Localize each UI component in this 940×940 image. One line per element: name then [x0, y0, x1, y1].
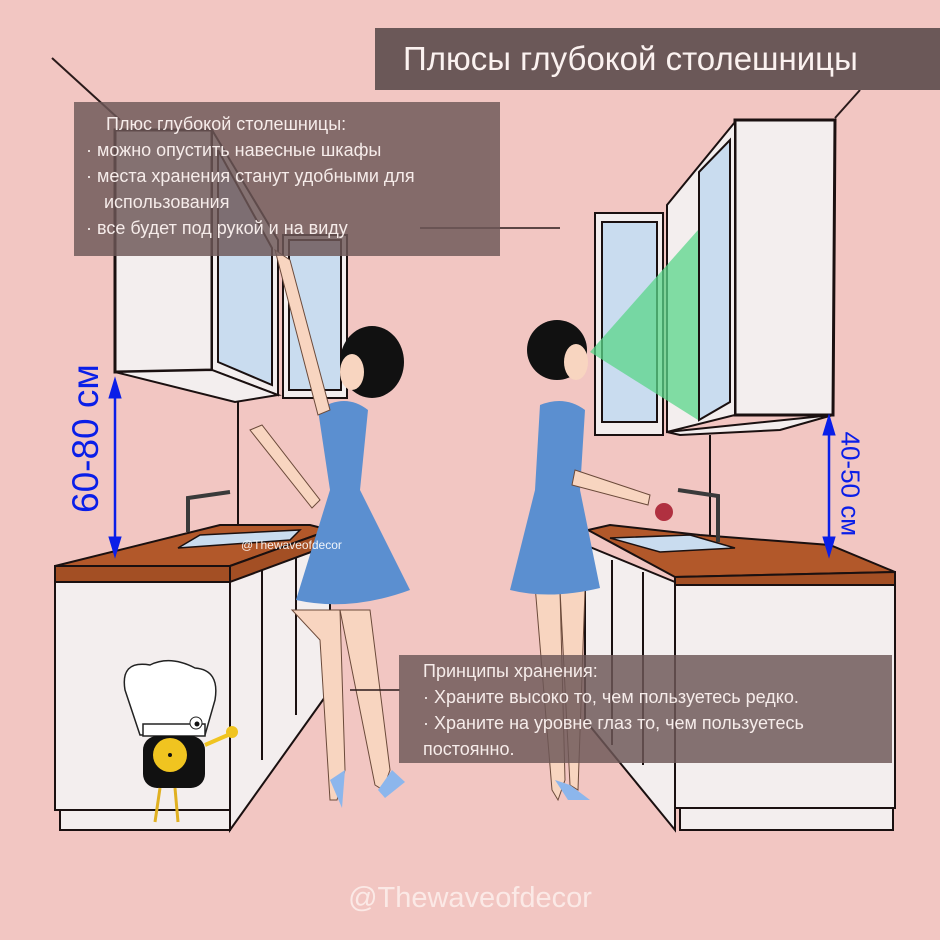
storage-principles-callout: Принципы хранения: · Храните высоко то, … — [399, 655, 892, 763]
storage-item: · Храните на уровне глаз то, чем пользуе… — [423, 713, 804, 733]
benefit-item: · можно опустить навесные шкафы — [86, 140, 382, 160]
benefit-item: · места хранения станут удобными для — [86, 166, 415, 186]
benefits-callout: Плюс глубокой столешницы: · можно опусти… — [74, 102, 500, 256]
storage-item: · Храните высоко то, чем пользуетесь ред… — [423, 687, 799, 707]
watermark-bottom: @Thewaveofdecor — [348, 882, 592, 914]
dimension-label-40-50: 40-50 см — [835, 431, 866, 537]
benefit-item-continuation: использования — [104, 192, 230, 212]
measuring-tape-chef-mascot — [123, 659, 238, 823]
benefit-item: · все будет под рукой и на виду — [86, 218, 348, 238]
sight-cone — [590, 230, 698, 420]
watermark-inline: @Thewaveofdecor — [241, 538, 342, 552]
woman-reaching-illustration — [249, 248, 410, 808]
dimension-arrow-right — [822, 413, 836, 559]
page-title: Плюсы глубокой столешницы — [375, 28, 940, 90]
dimension-arrow-left — [108, 376, 122, 559]
storage-heading: Принципы хранения: — [423, 661, 598, 681]
benefits-heading: Плюс глубокой столешницы: — [106, 114, 347, 134]
right-upper-cabinet — [590, 118, 837, 540]
dimension-label-60-80: 60-80 см — [65, 364, 106, 513]
storage-item-continuation: постоянно. — [423, 739, 515, 759]
ceiling-corner-line-right — [834, 89, 861, 119]
